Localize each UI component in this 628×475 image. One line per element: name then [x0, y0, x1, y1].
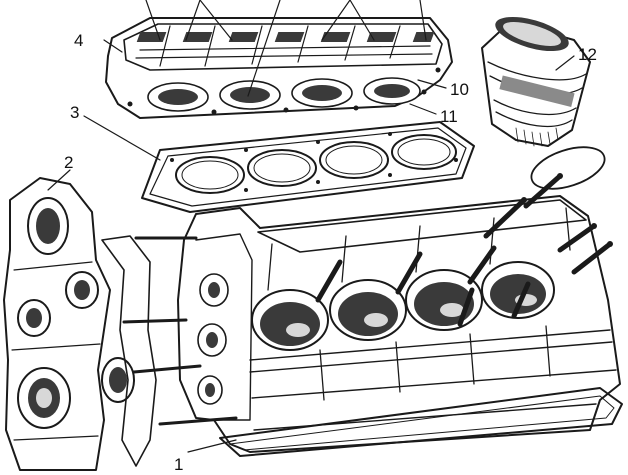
- front-cover-gasket: [101, 235, 157, 467]
- label-11: 11: [440, 107, 458, 126]
- label-2: 2: [64, 153, 73, 172]
- liner-seal-ring: [530, 146, 606, 190]
- head-gasket: [141, 121, 475, 213]
- oil-pan-gasket: [219, 387, 623, 457]
- label-4: 4: [74, 31, 83, 50]
- label-10: 10: [450, 80, 469, 99]
- label-1: 1: [174, 455, 183, 474]
- callouts: 4 10 11 12 3 2 1: [47, 0, 597, 474]
- label-12: 12: [578, 45, 597, 64]
- cylinder-liner: [481, 16, 591, 147]
- cylinder-head: [105, 17, 453, 119]
- timing-cover: [3, 177, 111, 471]
- crank-seal: [101, 357, 135, 403]
- front-studs: [122, 236, 238, 426]
- label-3: 3: [70, 103, 79, 122]
- head-studs: [315, 173, 613, 327]
